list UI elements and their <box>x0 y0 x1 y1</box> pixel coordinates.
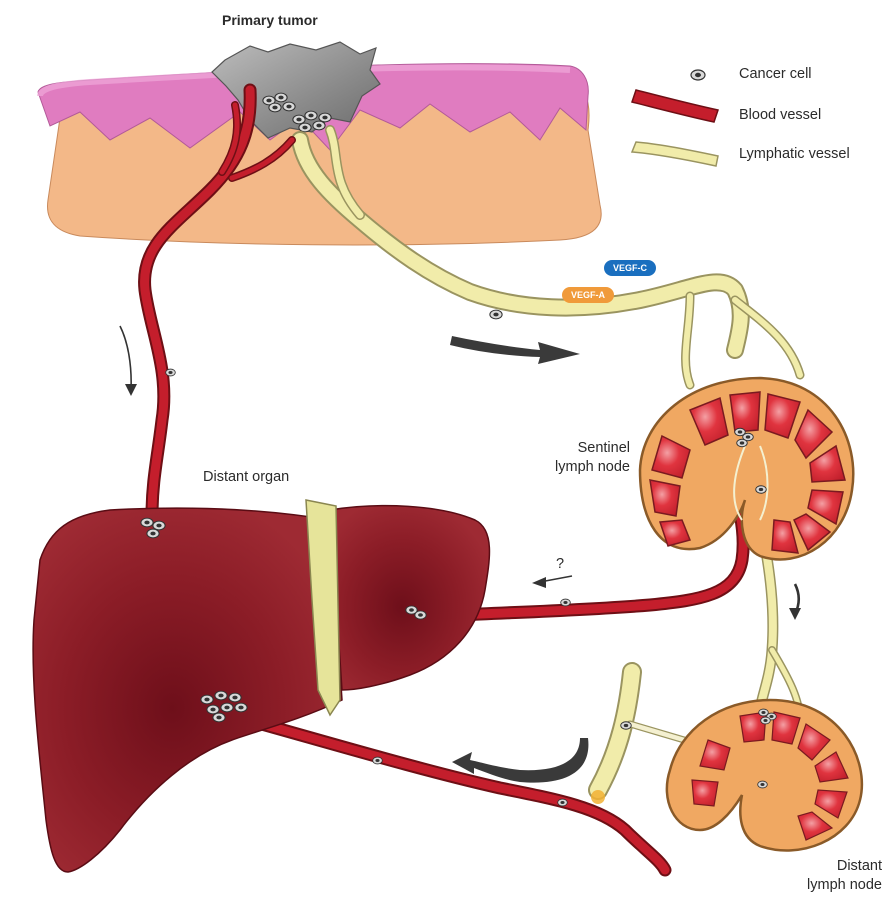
liver <box>33 500 489 872</box>
distant-node-label-line2: lymph node <box>760 877 882 893</box>
legend-cancer-cell-icon <box>691 70 705 80</box>
distant-organ-label: Distant organ <box>203 469 289 485</box>
distant-node-label-line1: Distant <box>760 858 882 874</box>
distant-node-cancer-cell <box>758 781 768 788</box>
legend-lymphatic-vessel-icon <box>632 142 718 166</box>
legend-cancer-cell-label: Cancer cell <box>739 66 812 82</box>
distant-lymph-node <box>667 700 862 850</box>
question-arrow <box>532 577 546 588</box>
legend-lymphatic-vessel-label: Lymphatic vessel <box>739 146 850 162</box>
node-cancer-cell <box>756 486 767 494</box>
legend-blood-vessel-label: Blood vessel <box>739 107 821 123</box>
legend-blood-vessel-icon <box>632 90 718 122</box>
sentinel-label-line1: Sentinel <box>530 440 630 456</box>
blood-down-arrow <box>125 384 137 396</box>
sentinel-label-line2: lymph node <box>510 459 630 475</box>
question-mark: ? <box>556 556 564 572</box>
vegf-a-badge: VEGF-A <box>562 287 614 303</box>
primary-tumor-label: Primary tumor <box>222 12 318 28</box>
vegf-c-badge: VEGF-C <box>604 260 656 276</box>
efferent-down-arrow <box>789 608 801 620</box>
legend <box>632 70 718 166</box>
lymph-flow-arrow <box>450 336 580 364</box>
sentinel-lymph-node <box>640 378 853 559</box>
